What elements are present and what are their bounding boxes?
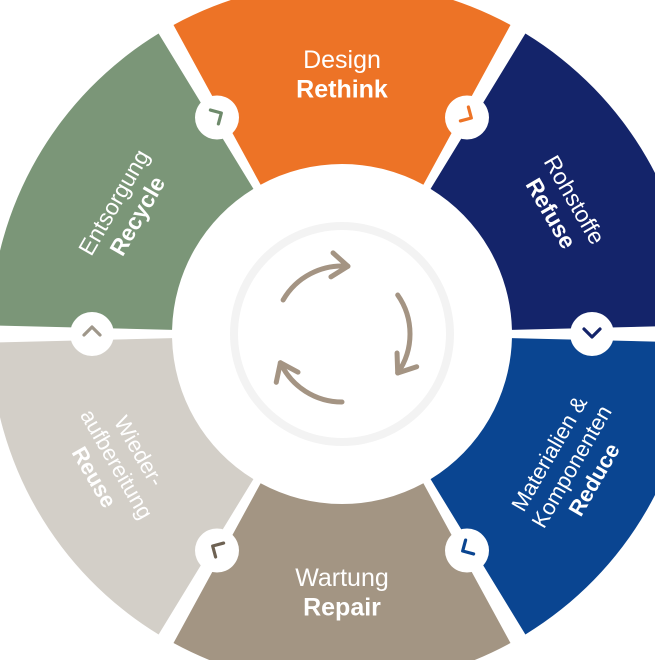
circular-arrows-icon	[273, 250, 420, 405]
segment-materialien	[430, 338, 655, 635]
cycle-arc	[395, 292, 413, 376]
flow-arrow-marker	[195, 95, 239, 140]
cycle-arc	[277, 360, 345, 405]
markers-layer	[70, 95, 614, 573]
cycle-arrowhead	[328, 250, 351, 280]
chevron-icon	[582, 327, 602, 339]
cycle-arrowhead	[394, 350, 420, 376]
label-wartung-line: Wartung	[295, 564, 389, 592]
labels-layer: DesignRethinkRohstoffeRefuseMaterialien …	[67, 46, 625, 622]
flow-arrow-marker	[445, 528, 489, 573]
segment-entsorgung	[0, 33, 254, 330]
segment-design	[173, 0, 511, 185]
chevron-icon	[82, 325, 102, 337]
flow-arrow-marker	[195, 528, 239, 573]
flow-arrow-marker	[570, 312, 614, 356]
flow-arrow-marker	[70, 312, 114, 356]
label-design-strong: Rethink	[296, 76, 388, 104]
chevron-icon	[211, 541, 226, 559]
center-layer	[175, 167, 509, 501]
cycle-arrowhead	[273, 360, 301, 385]
center-inner-disc	[238, 230, 446, 438]
segment-rohstoffe	[430, 33, 655, 330]
segment-wieder	[0, 338, 254, 635]
chevron-icon	[458, 105, 473, 123]
label-design-line: Design	[303, 46, 381, 74]
label-wartung-strong: Repair	[303, 594, 381, 622]
flow-arrow-marker	[445, 95, 489, 140]
chevron-icon	[461, 538, 476, 556]
cycle-arc	[280, 263, 351, 303]
chevron-icon	[208, 108, 223, 126]
segment-wartung	[173, 483, 511, 665]
